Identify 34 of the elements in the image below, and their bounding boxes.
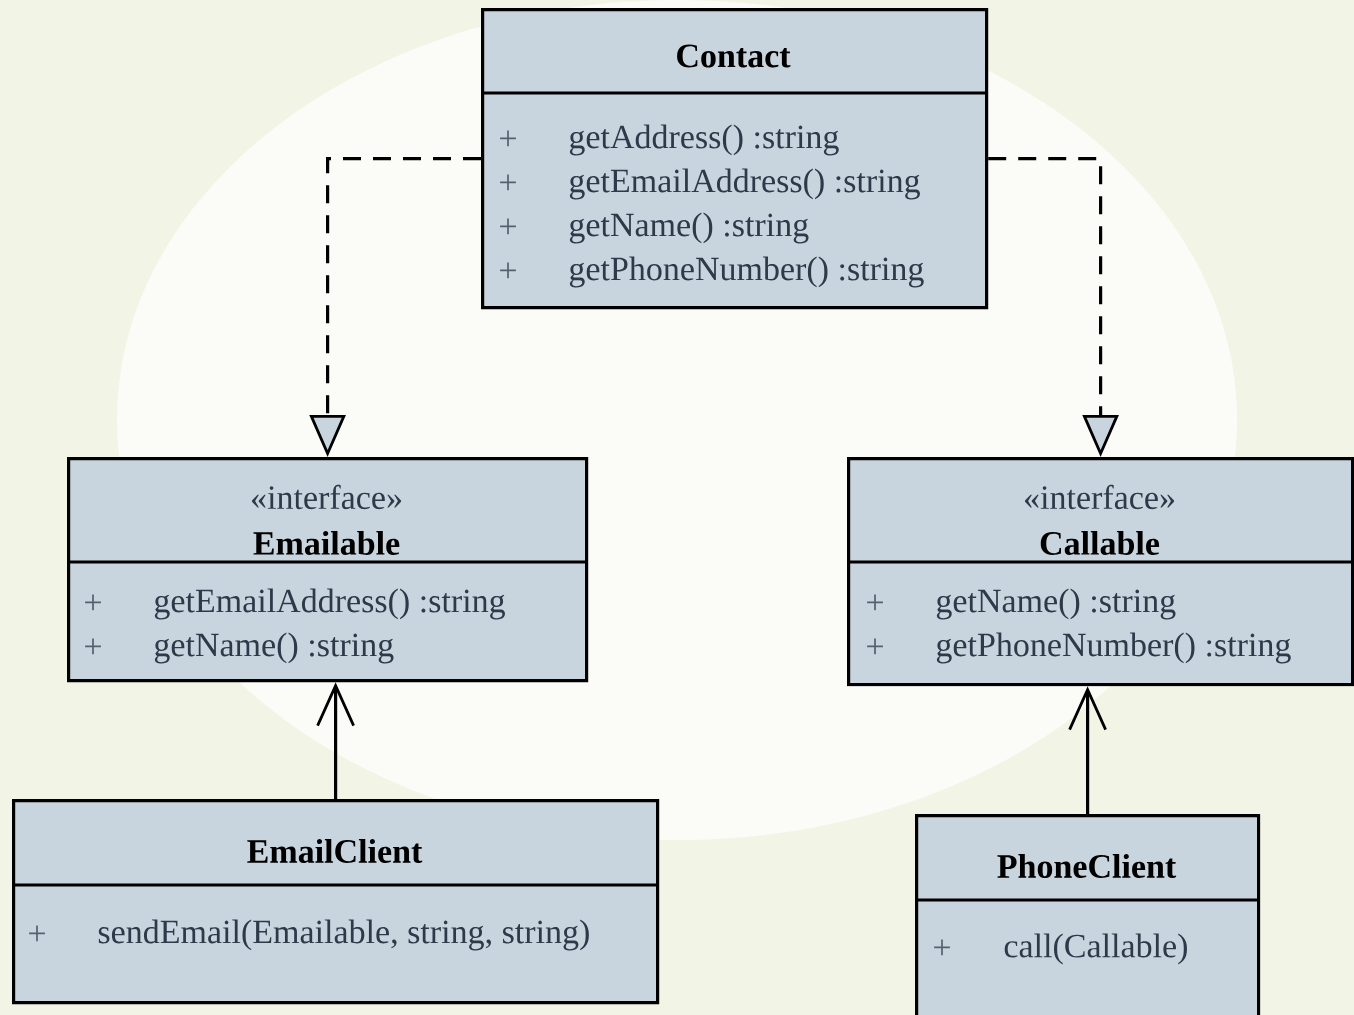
method-text: getName() :string: [569, 212, 809, 244]
method-text: getPhoneNumber() :string: [936, 632, 1291, 664]
method-text: getAddress() :string: [569, 124, 839, 156]
method-text: getEmailAddress() :string: [154, 588, 505, 620]
stereotype: «interface»: [1025, 484, 1175, 510]
visibility-marker: +: [500, 218, 516, 235]
method-text: getEmailAddress() :string: [569, 168, 920, 200]
method-text: getName() :string: [154, 632, 394, 664]
visibility-marker: +: [500, 262, 516, 279]
class-box: [847, 457, 1354, 687]
visibility-marker: +: [867, 638, 883, 655]
visibility-marker: +: [500, 130, 516, 147]
stereotype: «interface»: [252, 484, 402, 510]
visibility-marker: +: [934, 939, 950, 956]
class-name: EmailClient: [247, 839, 423, 863]
class-name: Contact: [677, 44, 791, 68]
arrow: [1068, 686, 1107, 814]
class-name: Callable: [1040, 531, 1160, 555]
method-text: getPhoneNumber() :string: [569, 256, 924, 288]
visibility-marker: +: [85, 594, 101, 611]
class-box: [12, 799, 660, 1005]
visibility-marker: +: [85, 638, 101, 655]
method-text: getName() :string: [936, 588, 1176, 620]
method-text: call(Callable): [1004, 933, 1187, 965]
visibility-marker: +: [867, 594, 883, 611]
class-box: [915, 814, 1261, 1015]
class-box: [67, 457, 589, 683]
class-box: [481, 8, 989, 310]
visibility-marker: +: [29, 925, 45, 942]
arrow: [316, 682, 355, 799]
class-name: PhoneClient: [997, 854, 1177, 878]
visibility-marker: +: [500, 174, 516, 191]
class-name: Emailable: [253, 531, 400, 555]
method-text: sendEmail(Emailable, string, string): [98, 919, 589, 951]
